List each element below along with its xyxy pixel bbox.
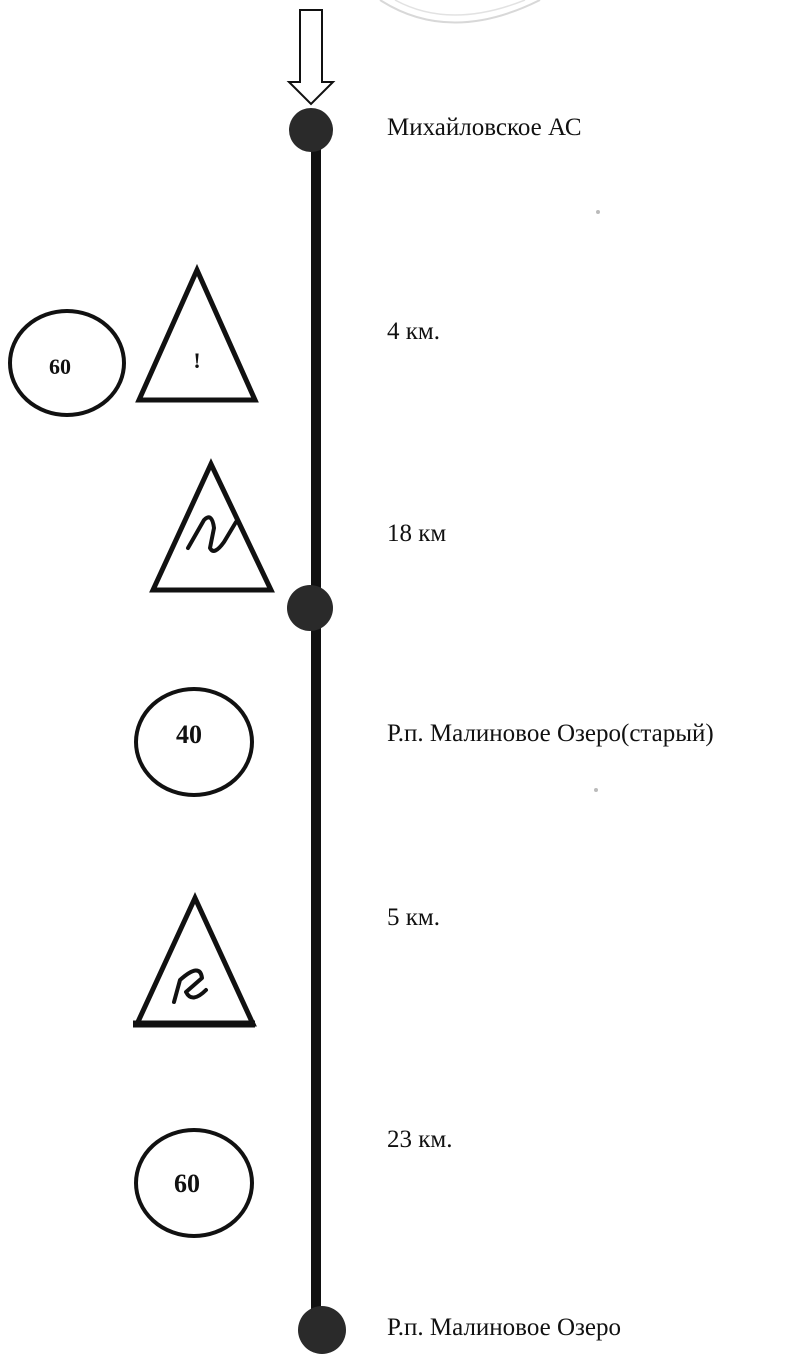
- stop-label-middle: Р.п. Малиновое Озеро(старый): [387, 720, 714, 747]
- speed-limit-value: 40: [176, 720, 202, 749]
- curve-icon: [172, 968, 208, 1004]
- scan-speck: [594, 788, 598, 792]
- warning-danger-sign: !: [135, 263, 259, 403]
- stamp-fragment-inner: [394, 0, 526, 16]
- exclamation-icon: !: [193, 348, 200, 373]
- scan-speck: [596, 210, 600, 214]
- stop-label-end: Р.п. Малиновое Озеро: [387, 1314, 621, 1341]
- speed-limit-sign: 40: [134, 687, 254, 797]
- stop-marker-end: [298, 1306, 346, 1354]
- distance-label: 4 км.: [387, 318, 440, 345]
- speed-limit-value: 60: [49, 354, 71, 379]
- distance-label: 5 км.: [387, 904, 440, 931]
- curve-icon: [186, 515, 238, 553]
- curve-warning-sign: [149, 458, 275, 593]
- curve-warning-sign: [133, 892, 257, 1028]
- speed-limit-value: 60: [174, 1169, 200, 1198]
- stop-marker-middle: [287, 585, 333, 631]
- distance-label: 18 км: [387, 520, 447, 547]
- stamp-fragment: [379, 0, 541, 24]
- start-arrow-icon: [286, 9, 336, 106]
- speed-limit-sign: 60: [134, 1128, 254, 1238]
- stop-label-start: Михайловское АС: [387, 114, 582, 141]
- distance-label: 23 км.: [387, 1126, 453, 1153]
- speed-limit-sign: 60: [8, 309, 126, 417]
- stop-marker-start: [289, 108, 333, 152]
